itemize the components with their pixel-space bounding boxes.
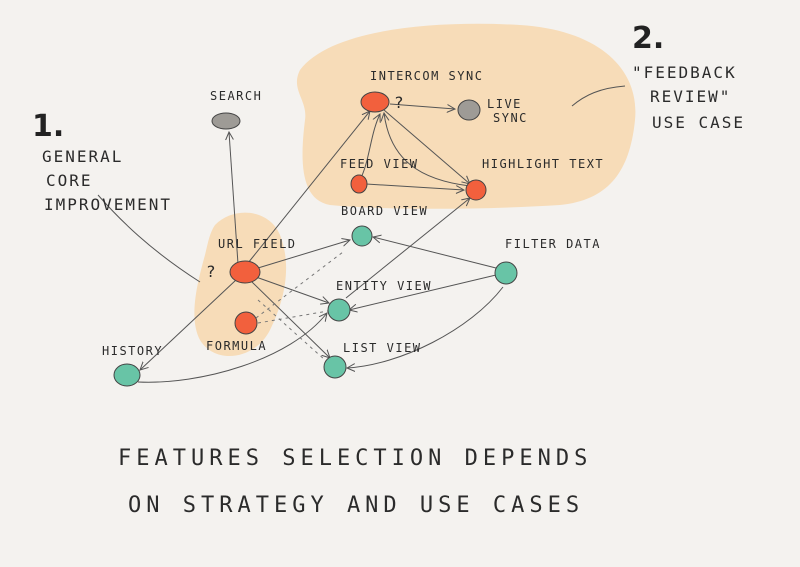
label-history: HISTORY <box>102 344 163 358</box>
section-one: 1. GENERAL CORE IMPROVEMENT <box>32 109 172 214</box>
edge-filter-list <box>347 286 504 368</box>
node-formula[interactable] <box>234 311 258 335</box>
node-url-field[interactable] <box>229 260 261 284</box>
label-url-field: URL FIELD <box>218 237 297 251</box>
edge-url-entity <box>255 276 329 303</box>
section-one-line-1: GENERAL <box>42 147 123 166</box>
node-history[interactable] <box>113 363 141 387</box>
node-search[interactable] <box>211 112 241 130</box>
edge-entity-highlight <box>345 198 470 299</box>
node-labels: SEARCH INTERCOM SYNC LIVE SYNC FEED VIEW… <box>102 69 604 358</box>
node-filter-data[interactable] <box>494 261 518 285</box>
section-one-number: 1. <box>32 109 64 144</box>
section-two-number: 2. <box>632 21 664 56</box>
node-intercom-sync[interactable] <box>360 91 390 113</box>
edge-highlight-intercom <box>384 113 471 187</box>
edge-feed-highlight <box>365 183 464 190</box>
caption-line-1: FEATURES SELECTION DEPENDS <box>118 446 592 471</box>
node-feed-view[interactable] <box>350 174 368 194</box>
label-live-sync-2: SYNC <box>493 111 528 125</box>
edge-filter-board <box>373 237 497 269</box>
edge-url-board <box>257 240 350 269</box>
node-board-view[interactable] <box>351 225 373 247</box>
question-mark-intercom: ? <box>394 93 406 112</box>
section-two: 2. "FEEDBACK REVIEW" USE CASE <box>632 21 745 132</box>
section-one-line-3: IMPROVEMENT <box>44 195 172 214</box>
node-entity-view[interactable] <box>327 298 351 322</box>
section-two-line-1: "FEEDBACK <box>632 63 737 82</box>
question-mark-url-field: ? <box>206 262 218 281</box>
core-improvement-region <box>194 212 287 357</box>
caption-line-2: ON STRATEGY AND USE CASES <box>128 493 584 518</box>
edge-feed-intercom <box>359 114 380 181</box>
nodes <box>113 91 518 387</box>
section-two-line-2: REVIEW" <box>650 87 731 106</box>
edge-dashed-url-list <box>257 299 326 361</box>
label-entity-view: ENTITY VIEW <box>336 279 432 293</box>
label-formula: FORMULA <box>206 339 267 353</box>
label-filter-data: FILTER DATA <box>505 237 601 251</box>
label-intercom-sync: INTERCOM SYNC <box>370 69 483 83</box>
label-feed-view: FEED VIEW <box>340 157 419 171</box>
label-search: SEARCH <box>210 89 262 103</box>
edge-intercom-highlight <box>383 109 470 184</box>
label-live-sync-1: LIVE <box>487 97 522 111</box>
edge-url-list <box>251 281 330 358</box>
section-two-line-3: USE CASE <box>652 113 745 132</box>
section-one-line-2: CORE <box>46 171 93 190</box>
edge-dashed-formula-entity <box>257 310 329 324</box>
section-two-pointer <box>571 85 626 107</box>
label-highlight-text: HIGHLIGHT TEXT <box>482 157 604 171</box>
edge-url-search <box>229 132 239 265</box>
node-live-sync[interactable] <box>457 99 481 121</box>
edges <box>97 85 626 383</box>
edge-history-entity <box>137 313 327 383</box>
edge-url-history <box>140 279 237 370</box>
node-highlight-text[interactable] <box>465 179 487 201</box>
edge-dashed-formula-board <box>255 251 344 319</box>
label-board-view: BOARD VIEW <box>341 204 428 218</box>
caption: FEATURES SELECTION DEPENDS ON STRATEGY A… <box>118 446 592 518</box>
label-list-view: LIST VIEW <box>343 341 422 355</box>
edge-filter-entity <box>349 274 497 310</box>
section-one-pointer <box>97 194 201 283</box>
node-list-view[interactable] <box>323 355 347 379</box>
edge-url-intercom <box>247 111 370 264</box>
edge-intercom-live <box>389 103 455 109</box>
